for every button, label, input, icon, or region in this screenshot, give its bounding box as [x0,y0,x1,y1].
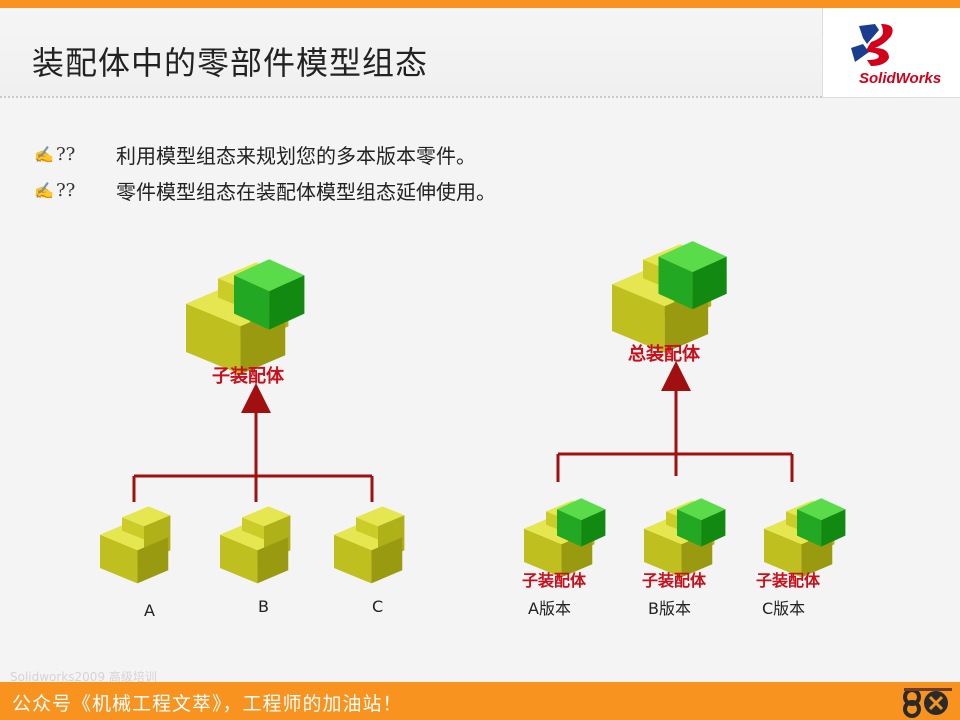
top-accent-bar [0,0,960,8]
banner-text: 公众号《机械工程文萃》，工程师的加油站！ [12,693,403,715]
part-a-label: A [144,601,155,620]
part-c-label: C [372,597,383,616]
subassembly-c-label: 子装配体 [756,571,821,590]
title-area: 装配体中的零部件模型组态 [0,8,822,96]
version-b-label: B版本 [648,599,691,618]
right-connector-lines [556,361,794,482]
part-c-icon [334,506,405,584]
version-a-label: A版本 [528,599,571,618]
configuration-diagram: 子装配体 A B C 总装配体 子装配体 子装配体 子装配体 A版本 B版本 [100,241,846,620]
subassembly-b-icon [644,498,726,578]
left-connector-lines [132,383,374,502]
pen-bullet-icon: ✍ [34,180,54,200]
right-top-label: 总装配体 [628,343,701,365]
bullet-text: 零件模型组态在装配体模型组态延伸使用。 [116,179,496,204]
bullet-item: ✍ ?? 利用模型组态来规划您的多本版本零件。 [34,136,496,172]
ds-logo-icon [851,24,893,66]
subassembly-a-icon [524,498,606,578]
title-divider [0,96,822,98]
logo-text: SolidWorks [859,70,942,87]
version-c-label: C版本 [762,599,805,618]
footer-watermark: Solidworks2009 高级培训 [10,670,157,684]
bottom-banner: 公众号《机械工程文萃》，工程师的加油站！ [0,682,960,720]
left-top-assembly-icon [186,259,305,375]
part-a-icon [100,506,171,584]
bullet-list: ✍ ?? 利用模型组态来规划您的多本版本零件。 ✍ ?? 零件模型组态在装配体模… [34,136,496,208]
pen-bullet-icon: ✍ [34,144,54,164]
bullet-marker: ?? [56,143,76,165]
subassembly-c-icon [764,498,846,578]
solidworks-logo: SolidWorks [822,8,960,98]
part-b-label: B [258,597,269,616]
bullet-marker: ?? [56,179,76,201]
bullet-item: ✍ ?? 零件模型组态在装配体模型组态延伸使用。 [34,172,496,208]
page-title: 装配体中的零部件模型组态 [32,44,429,82]
left-top-label: 子装配体 [212,365,285,387]
subassembly-a-label: 子装配体 [522,571,587,590]
corner-logo-icon [903,688,952,718]
right-top-assembly-icon [612,241,727,353]
bullet-text: 利用模型组态来规划您的多本版本零件。 [116,143,476,168]
subassembly-b-label: 子装配体 [642,571,707,590]
part-b-icon [220,506,291,584]
